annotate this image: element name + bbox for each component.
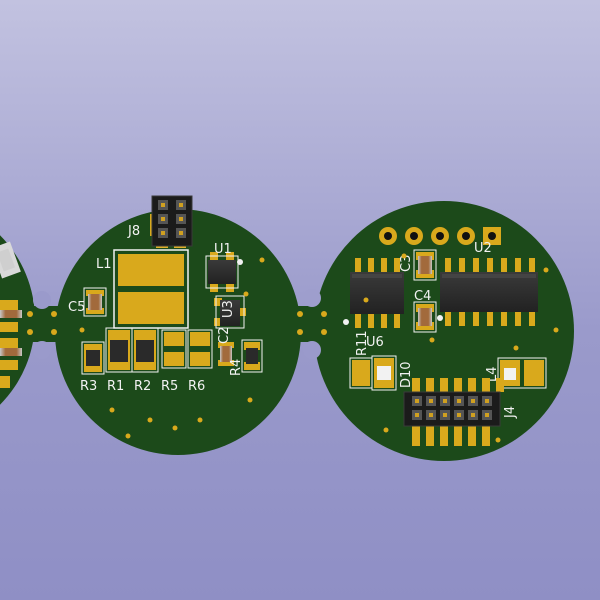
silk-c5: C5 <box>68 300 85 315</box>
silk-r4: R4 <box>229 359 244 376</box>
u2-chip[interactable] <box>437 258 538 326</box>
silk-r2: R2 <box>134 379 151 394</box>
d10-led[interactable] <box>371 355 397 391</box>
r2-resistor[interactable] <box>131 327 159 373</box>
right-board-components: U2 U6 <box>343 227 559 446</box>
u1-chip[interactable] <box>205 252 243 292</box>
left-board-components: J8 L1 U1 U3 <box>68 195 265 439</box>
c3-capacitor[interactable] <box>413 249 437 281</box>
silk-r5: R5 <box>161 379 178 394</box>
c4-capacitor[interactable] <box>413 301 437 333</box>
silk-j4: J4 <box>503 406 518 419</box>
silk-r6: R6 <box>188 379 205 394</box>
top-pin-row[interactable] <box>379 227 501 245</box>
r11-resistor[interactable] <box>349 357 373 389</box>
silk-u6: U6 <box>366 335 384 350</box>
silk-j8: J8 <box>127 224 140 239</box>
r4-resistor[interactable] <box>218 342 234 366</box>
silk-u2: U2 <box>474 241 492 256</box>
silk-u1: U1 <box>214 242 232 257</box>
r3-resistor[interactable] <box>81 341 105 375</box>
u6-chip[interactable] <box>343 258 404 328</box>
u3-chip[interactable] <box>214 295 246 329</box>
silk-u3: U3 <box>221 300 236 318</box>
r5-resistor[interactable] <box>161 329 187 369</box>
j8-header[interactable] <box>150 195 193 248</box>
c2-capacitor[interactable] <box>241 339 263 373</box>
l1-inductor[interactable] <box>113 249 189 329</box>
partial-board-components <box>0 241 22 388</box>
silk-r11: R11 <box>355 330 370 356</box>
silk-d10: D10 <box>399 361 414 388</box>
silk-c2: C2 <box>217 327 232 344</box>
right-vias <box>363 253 559 443</box>
r6-resistor[interactable] <box>187 329 213 369</box>
silk-r3: R3 <box>80 379 97 394</box>
j4-header[interactable] <box>403 378 504 446</box>
l4-inductor[interactable] <box>497 357 547 389</box>
c5-capacitor[interactable] <box>83 287 107 317</box>
silk-c3: C3 <box>399 255 414 272</box>
pcb-bridge-right <box>292 306 332 342</box>
r1-resistor[interactable] <box>105 327 133 373</box>
silk-r1: R1 <box>107 379 124 394</box>
silk-l1: L1 <box>96 257 112 272</box>
pcb-board-right <box>314 201 574 461</box>
pcb-bridge-left <box>22 306 62 342</box>
left-vias <box>79 257 265 439</box>
silk-c4: C4 <box>414 289 431 304</box>
